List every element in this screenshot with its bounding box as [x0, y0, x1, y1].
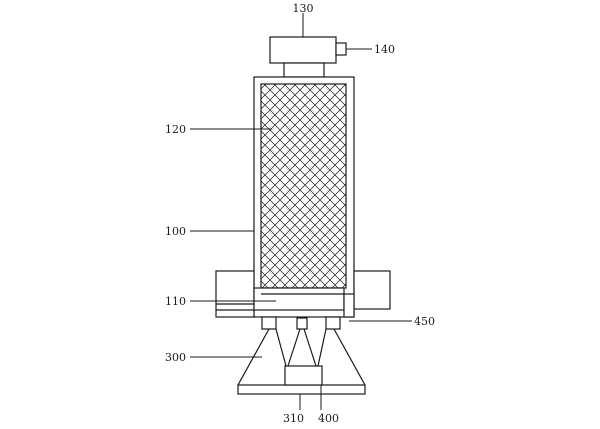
connector-140 [335, 42, 347, 56]
base-chamber-110 [253, 287, 345, 311]
label-300: 300 [165, 351, 186, 364]
chamber-right-step [343, 293, 355, 318]
right-wing [353, 270, 391, 310]
label-310: 310 [283, 412, 304, 425]
label-400: 400 [318, 412, 339, 425]
label-140: 140 [374, 43, 395, 56]
top-unit-130 [269, 36, 337, 64]
top-neck [283, 62, 325, 78]
label-120: 120 [165, 123, 186, 136]
stand-inner-struts [275, 328, 327, 367]
left-wing [215, 270, 255, 318]
base-block-400 [284, 365, 323, 386]
outlet-right [325, 316, 341, 330]
label-110: 110 [165, 295, 186, 308]
outlet-left [261, 316, 277, 330]
label-100: 100 [165, 225, 186, 238]
label-130: 130 [293, 2, 314, 15]
stand-base-310 [237, 384, 366, 395]
label-450: 450 [414, 315, 435, 328]
outlet-center [296, 317, 308, 330]
filter-core-120 [260, 83, 347, 289]
